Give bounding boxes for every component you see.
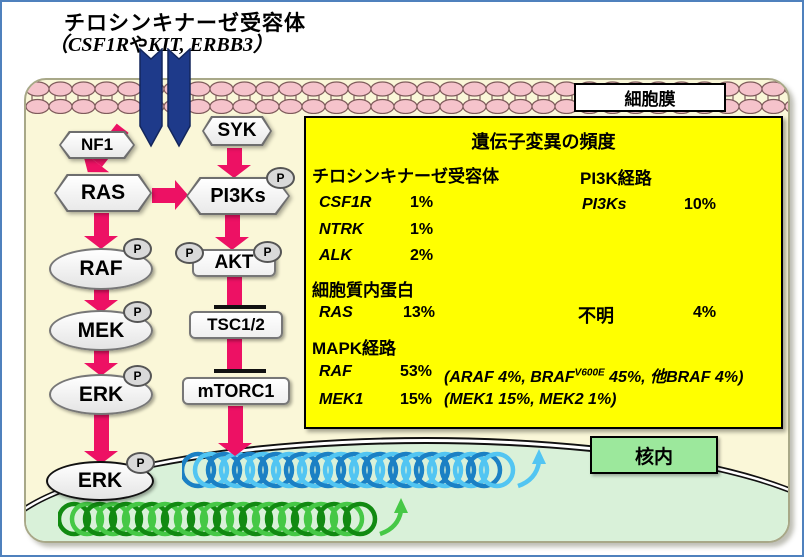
phospho-badge-akt-right: P bbox=[253, 241, 282, 263]
arrow-pi3ks-to-akt bbox=[215, 214, 249, 250]
gene-alk: ALK bbox=[319, 247, 352, 264]
section-pi3k-header: PI3K経路 bbox=[580, 169, 652, 188]
phospho-badge-erk: P bbox=[123, 365, 152, 387]
phospho-badge-raf: P bbox=[123, 238, 152, 260]
phospho-badge-akt-left: P bbox=[175, 242, 204, 264]
inhibition-tsc12-to-mtorc1 bbox=[227, 339, 242, 373]
gene-csf1r: CSF1R bbox=[319, 194, 372, 211]
gene-mek1: MEK1 bbox=[319, 391, 364, 408]
inhibition-akt-to-tsc12 bbox=[227, 277, 242, 309]
detail-raf: (ARAF 4%, BRAFV600E 45%, 他BRAF 4%) bbox=[444, 367, 744, 386]
gene-pi3ks: PI3Ks bbox=[582, 196, 627, 213]
dna-helix-green bbox=[58, 498, 408, 537]
freq-alk: 2% bbox=[410, 247, 434, 264]
diagram-title: チロシンキナーゼ受容体 bbox=[64, 12, 306, 35]
pi3ks-node: PI3Ks bbox=[186, 177, 290, 215]
tyrosine-kinase-receptor-icon bbox=[139, 48, 191, 148]
arrow-erk-to-nucleus bbox=[84, 411, 118, 464]
membrane-label: 細胞膜 bbox=[574, 83, 726, 112]
label-unknown: 不明 bbox=[578, 306, 614, 326]
arrow-mtorc1-to-nucleus bbox=[218, 406, 252, 456]
mek-node: MEK bbox=[49, 310, 153, 351]
freq-raf: 53% bbox=[400, 363, 433, 380]
section-cytoplasmic-header: 細胞質内蛋白 bbox=[312, 281, 414, 300]
tsc12-node: TSC1/2 bbox=[189, 311, 283, 339]
nucleus-label: 核内 bbox=[590, 436, 718, 474]
mutation-frequency-panel: 遺伝子変異の頻度 チロシンキナーゼ受容体 PI3K経路 CSF1R 1% PI3… bbox=[304, 116, 783, 429]
freq-ntrk: 1% bbox=[410, 221, 434, 238]
raf-node: RAF bbox=[49, 248, 153, 290]
freq-csf1r: 1% bbox=[410, 194, 434, 211]
section-rtk-header: チロシンキナーゼ受容体 bbox=[312, 167, 499, 186]
dna-helix-blue bbox=[182, 449, 546, 489]
section-mapk-header: MAPK経路 bbox=[312, 339, 397, 358]
arrow-ras-to-pi3ks bbox=[152, 180, 188, 210]
subtitle-close-paren: ） bbox=[253, 34, 274, 56]
phospho-badge-erk-nuclear: P bbox=[126, 452, 155, 474]
diagram-subtitle: （CSF1RやKIT, ERBB3） bbox=[48, 28, 273, 57]
phospho-badge-mek: P bbox=[123, 301, 152, 323]
detail-mek1: (MEK1 15%, MEK2 1%) bbox=[444, 391, 617, 408]
subtitle-gene-kit-erbb3: KIT, ERBB3 bbox=[148, 34, 254, 56]
arrow-syk-to-pi3ks bbox=[217, 148, 251, 178]
inhibition-bar-mtorc1 bbox=[214, 369, 266, 373]
subtitle-gene-csf1r: CSF1R bbox=[68, 34, 130, 56]
freq-unknown: 4% bbox=[693, 304, 717, 321]
freq-pi3ks: 10% bbox=[684, 196, 717, 213]
syk-node: SYK bbox=[202, 116, 272, 146]
nf1-node: NF1 bbox=[59, 131, 135, 159]
mtorc1-node: mTORC1 bbox=[182, 377, 290, 405]
subtitle-conjunction: や bbox=[129, 35, 149, 56]
gene-ras: RAS bbox=[319, 304, 353, 321]
phospho-badge-pi3ks: P bbox=[266, 167, 295, 189]
subtitle-open-paren: （ bbox=[48, 34, 68, 56]
freq-mek1: 15% bbox=[400, 391, 433, 408]
gene-raf: RAF bbox=[319, 363, 352, 380]
ras-node: RAS bbox=[54, 174, 152, 212]
panel-title: 遺伝子変異の頻度 bbox=[471, 132, 616, 152]
arrow-mek-to-erk bbox=[84, 348, 118, 376]
arrow-ras-to-raf bbox=[84, 213, 118, 249]
freq-ras: 13% bbox=[403, 304, 436, 321]
inhibition-bar-tsc12 bbox=[214, 305, 266, 309]
gene-ntrk: NTRK bbox=[319, 221, 364, 238]
